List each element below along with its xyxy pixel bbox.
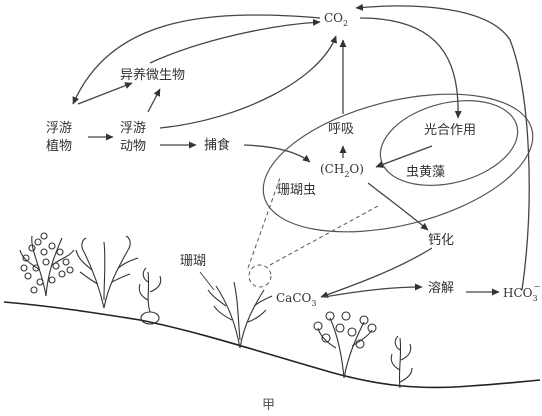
heterotroph-label: 异养微生物 bbox=[120, 67, 185, 83]
hco3-label: HCO3− bbox=[503, 282, 540, 303]
arrow-caco3-to-dissolution bbox=[323, 283, 423, 298]
zooxanthellae-label: 虫黄藻 bbox=[406, 165, 445, 180]
co2-label: CO2 bbox=[324, 11, 348, 28]
coral-bush-1 bbox=[19, 232, 75, 297]
coral-branch-cluster bbox=[313, 311, 377, 379]
arrow-predation-to-coral-polyp bbox=[243, 144, 311, 163]
arrow-heterotroph-to-co2 bbox=[149, 18, 321, 64]
arrow-phytoplankton-to-heterotroph bbox=[77, 82, 133, 105]
calcification-label: 钙化 bbox=[428, 233, 454, 248]
coral-label-pointer bbox=[199, 271, 215, 291]
coral-polyp-label: 珊瑚虫 bbox=[277, 183, 316, 198]
zoom-line-right bbox=[269, 205, 379, 266]
arrow-calcification-to-caco3 bbox=[320, 247, 433, 298]
arrow-hco3-to-co2 bbox=[355, 3, 530, 291]
zooplankton-label-line1: 浮游 bbox=[120, 121, 146, 136]
photosynthesis-label: 光合作用 bbox=[424, 123, 476, 138]
coral-polyp-ellipse bbox=[262, 93, 534, 233]
coral-sponge-2 bbox=[390, 335, 413, 389]
dissolution-label: 溶解 bbox=[428, 281, 454, 296]
coral-sponge-1 bbox=[138, 267, 162, 325]
phytoplankton-label-line1: 浮游 bbox=[46, 121, 72, 136]
zoom-line-left bbox=[247, 177, 281, 269]
predation-label: 捕食 bbox=[204, 137, 230, 153]
arrow-photosynthesis-to-ch2o bbox=[375, 145, 433, 168]
ch2o-label: (CH2O) bbox=[320, 162, 364, 179]
coral-label: 珊瑚 bbox=[180, 254, 206, 269]
coral-bush-2 bbox=[75, 235, 139, 309]
figure-caption: 甲 bbox=[262, 398, 275, 413]
arrow-zooplankton-to-heterotroph bbox=[147, 88, 161, 113]
arrow-zooplankton-to-co2 bbox=[159, 35, 337, 129]
arrow-co2-to-phytoplankton bbox=[72, 14, 321, 105]
zooplankton-label-line2: 动物 bbox=[120, 139, 146, 154]
coral-bush-3 bbox=[207, 281, 273, 349]
zoom-circle bbox=[248, 264, 272, 288]
respiration-label: 呼吸 bbox=[328, 122, 354, 137]
caco3-label: CaCO3 bbox=[276, 291, 316, 308]
zooxanthellae-ellipse bbox=[379, 100, 519, 186]
phytoplankton-label-line2: 植物 bbox=[46, 139, 72, 154]
arrow-ch2o-to-calcification bbox=[367, 182, 429, 231]
arrow-co2-to-photosynthesis bbox=[359, 17, 462, 119]
seabed-line bbox=[3, 301, 541, 389]
